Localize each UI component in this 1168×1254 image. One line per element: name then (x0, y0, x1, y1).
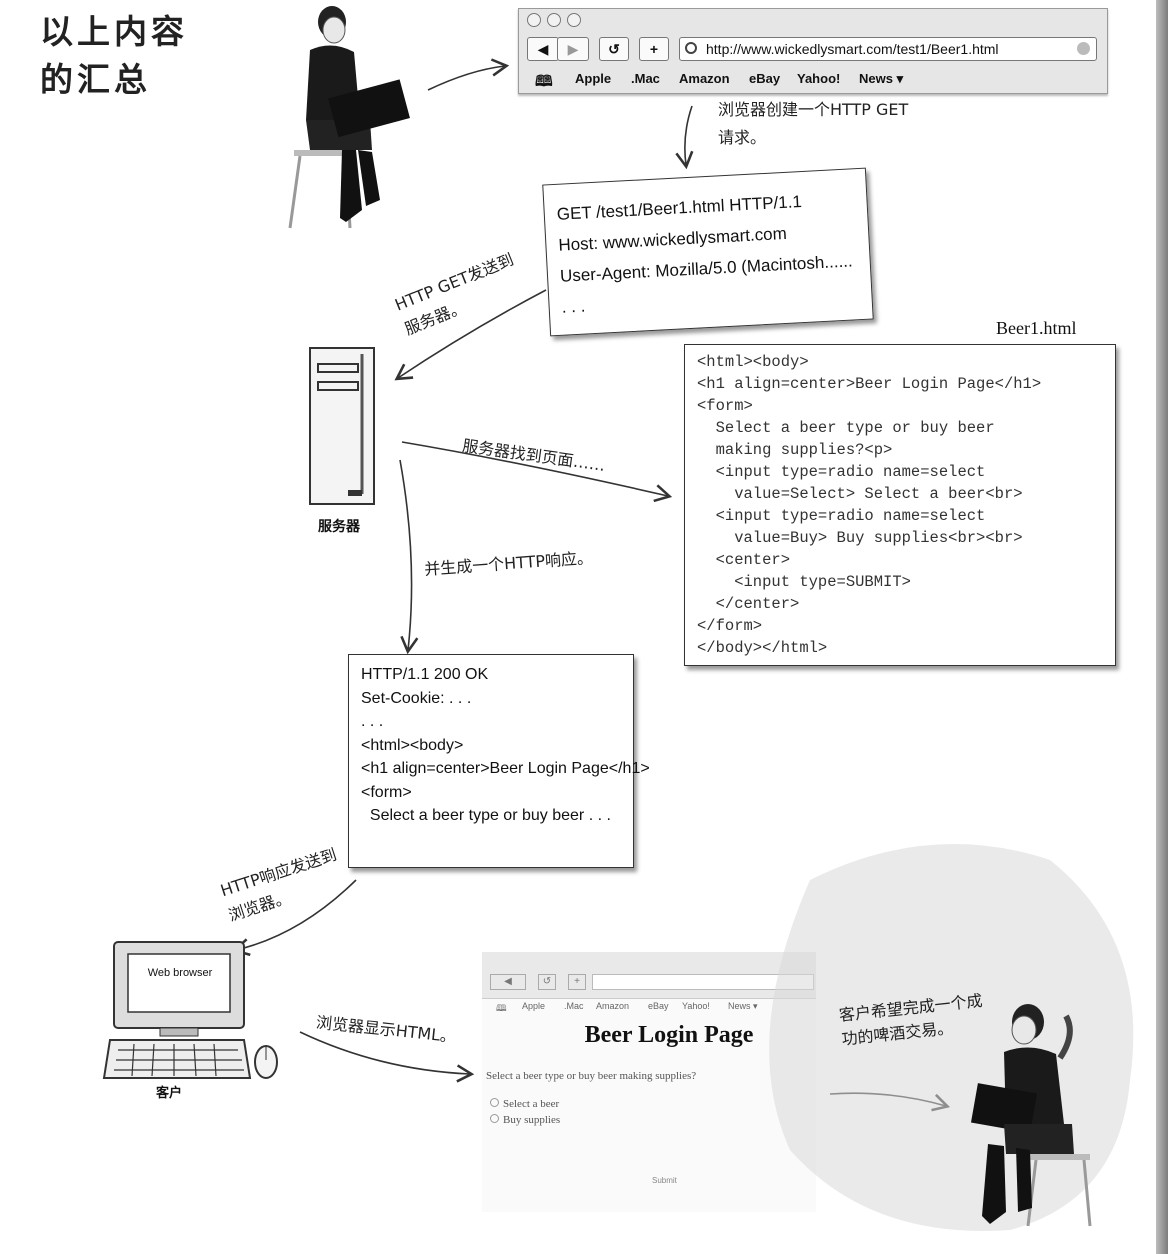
rendered-bookmark[interactable]: Amazon (596, 1001, 630, 1011)
address-bar[interactable]: http://www.wickedlysmart.com/test1/Beer1… (679, 37, 1097, 61)
client-woman-illustration (970, 1004, 1092, 1227)
go-icon[interactable] (1077, 42, 1090, 55)
rendered-bookmark[interactable]: .Mac (564, 1001, 584, 1011)
arrow-woman-to-browser (427, 58, 510, 91)
arrow-server-to-file (401, 441, 673, 503)
http-response-box: HTTP/1.1 200 OK Set-Cookie: . . . . . . <ht… (348, 654, 650, 868)
code-line: <input type=radio name=select (697, 507, 986, 525)
code-line: making supplies?<p> (697, 441, 893, 459)
bookmark-mac[interactable]: .Mac (631, 71, 660, 86)
zoom-window-icon[interactable] (567, 13, 581, 27)
rendered-back-button[interactable]: ◀ (490, 974, 526, 990)
http-request-box: GET /test1/Beer1.html HTTP/1.1 Host: www… (542, 167, 874, 337)
response-line: . . . (361, 713, 384, 730)
code-line: </body></html> (697, 639, 828, 657)
close-window-icon[interactable] (527, 13, 541, 27)
bookmark-amazon[interactable]: Amazon (679, 71, 730, 86)
rendered-toolbar: ◀ ↺ + (482, 952, 816, 999)
rendered-bookmark[interactable]: Yahoo! (682, 1001, 710, 1011)
browser-window: ◀ ▶ ↺ + http://www.wickedlysmart.com/tes… (518, 8, 1108, 94)
code-line: Select a beer type or buy beer (697, 419, 995, 437)
code-line: <h1 align=center>Beer Login Page</h1> (697, 375, 1042, 393)
response-line: HTTP/1.1 200 OK (361, 666, 489, 683)
response-line: Set-Cookie: . . . (361, 689, 472, 707)
rendered-bookmark[interactable]: News ▾ (728, 1001, 758, 1011)
rendered-add-button[interactable]: + (568, 974, 586, 990)
html-file-box: <html><body> <h1 align=center>Beer Login … (684, 344, 1116, 666)
submit-button[interactable]: Submit (652, 1176, 677, 1185)
arrow-request-to-server (394, 289, 547, 381)
code-line: </form> (697, 617, 763, 635)
back-button[interactable]: ◀ (527, 37, 559, 61)
bookmarks-bar: 🕮 Apple .Mac Amazon eBay Yahoo! News ▾ (519, 67, 1107, 91)
window-controls (527, 13, 587, 32)
code-line: <form> (697, 397, 753, 415)
server-illustration (309, 347, 375, 505)
page-title: 以上内容 的汇总 (40, 8, 188, 104)
code-line: </center> (697, 595, 800, 613)
code-line: <center> (697, 551, 791, 569)
note-browser-creates-get: 浏览器创建一个HTTP GET请求。 (718, 100, 909, 147)
response-line: <form> (361, 783, 412, 801)
file-name-label: Beer1.html (996, 318, 1077, 338)
response-line: <html><body> (361, 736, 464, 754)
computer-illustration (102, 941, 278, 1079)
code-line: value=Select> Select a beer<br> (697, 485, 1023, 503)
woman-with-laptop-illustration (288, 6, 410, 229)
globe-icon (685, 42, 697, 54)
bookmark-ebay[interactable]: eBay (749, 71, 781, 86)
code-line: <html><body> (697, 353, 809, 371)
code-line: <input type=SUBMIT> (697, 573, 911, 591)
rendered-question: Select a beer type or buy beer making su… (486, 1070, 697, 1082)
bookmark-yahoo[interactable]: Yahoo! (797, 71, 841, 86)
radio-icon[interactable] (490, 1098, 499, 1107)
rendered-browser-window: ◀ ↺ + 🕮 Apple .Mac Amazon eBay Yahoo! Ne… (482, 952, 816, 1212)
url-text: http://www.wickedlysmart.com/test1/Beer1… (706, 41, 999, 57)
radio-select-beer[interactable]: Select a beer (490, 1098, 559, 1110)
arrow-computer-to-page (299, 1031, 475, 1083)
code-line: value=Buy> Buy supplies<br><br> (697, 529, 1023, 547)
rendered-heading: Beer Login Page (584, 1022, 754, 1048)
server-label: 服务器 (318, 518, 360, 534)
client-label: 客户 (156, 1085, 183, 1100)
radio-icon[interactable] (490, 1114, 499, 1123)
arrow-response-to-computer (231, 879, 357, 957)
add-bookmark-button[interactable]: + (639, 37, 669, 61)
computer-screen-text: Web browser (147, 967, 213, 979)
bookmark-apple[interactable]: Apple (575, 71, 612, 86)
radio-label: Select a beer (503, 1098, 560, 1110)
rendered-reload-button[interactable]: ↺ (538, 974, 556, 990)
rendered-bookmark[interactable]: eBay (648, 1001, 669, 1011)
radio-label: Buy supplies (503, 1114, 561, 1126)
page-edge (1156, 0, 1168, 1254)
code-line: <input type=radio name=select (697, 463, 986, 481)
forward-button[interactable]: ▶ (557, 37, 589, 61)
rendered-bookmark[interactable]: Apple (522, 1001, 546, 1011)
title-line-2: 的汇总 (40, 60, 151, 99)
rendered-bookmarks-bar: 🕮 Apple .Mac Amazon eBay Yahoo! News ▾ (482, 998, 816, 1016)
rendered-book-icon[interactable]: 🕮 (496, 1003, 507, 1013)
arrow-server-to-response (399, 459, 419, 655)
book-icon[interactable]: 🕮 (535, 73, 553, 90)
minimize-window-icon[interactable] (547, 13, 561, 27)
title-line-1: 以上内容 (40, 12, 188, 51)
response-line: Select a beer type or buy beer . . . (361, 807, 611, 824)
arrow-browser-to-request (675, 105, 694, 170)
response-line: <h1 align=center>Beer Login Page</h1> (361, 760, 650, 777)
radio-buy-supplies[interactable]: Buy supplies (490, 1114, 560, 1126)
reload-button[interactable]: ↺ (599, 37, 629, 61)
bookmark-news[interactable]: News ▾ (859, 71, 904, 86)
